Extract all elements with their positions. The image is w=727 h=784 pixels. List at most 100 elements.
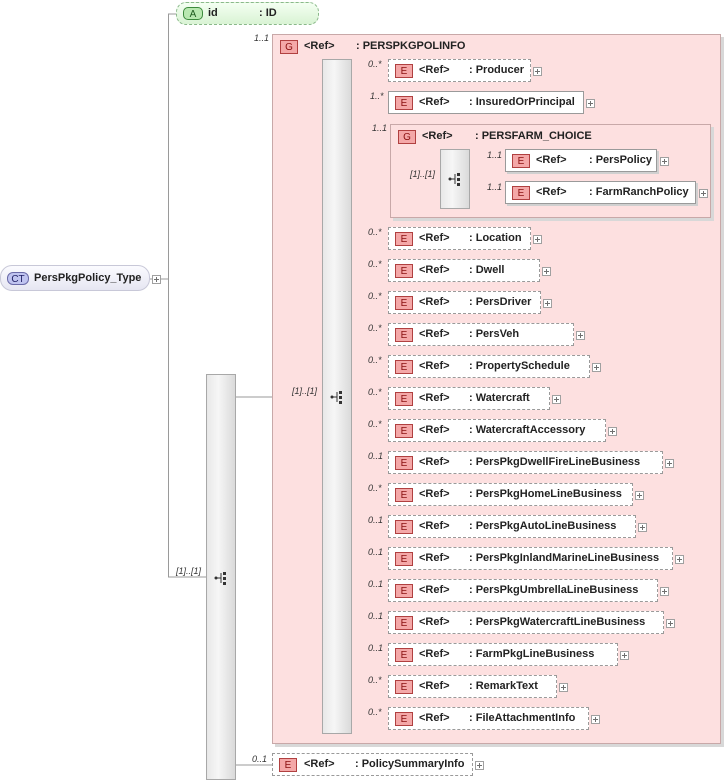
expand-icon[interactable] [660, 587, 669, 596]
element-ref: <Ref> [419, 232, 450, 244]
choice-compositor[interactable] [440, 149, 470, 209]
element-producer[interactable]: E <Ref> : Producer [388, 59, 531, 82]
expand-icon[interactable] [586, 99, 595, 108]
expand-icon[interactable] [635, 491, 644, 500]
expand-icon[interactable] [543, 299, 552, 308]
choice-group-badge: G [398, 130, 416, 144]
expand-icon[interactable] [608, 427, 617, 436]
expand-icon[interactable] [665, 459, 674, 468]
element-ref: <Ref> [419, 552, 450, 564]
element-name: : PersPkgDwellFireLineBusiness [469, 456, 641, 468]
expand-icon[interactable] [475, 761, 484, 770]
element-row[interactable]: E<Ref>: PersPkgInlandMarineLineBusiness [388, 547, 673, 570]
element-row[interactable]: E<Ref>: PersPkgHomeLineBusiness [388, 483, 633, 506]
element-badge: E [395, 96, 413, 110]
element-badge: E [512, 154, 530, 168]
expand-icon[interactable] [675, 555, 684, 564]
element-badge: E [395, 488, 413, 502]
element-ref: <Ref> [419, 392, 450, 404]
element-ref: <Ref> [536, 154, 567, 166]
element-name: : PersPolicy [589, 154, 652, 166]
element-cardinality: 0..* [368, 387, 382, 397]
element-name: : RemarkText [469, 680, 538, 692]
choice-group-ref: <Ref> [422, 130, 453, 142]
group-ref: <Ref> [304, 40, 335, 52]
element-perspolicy[interactable]: E <Ref> : PersPolicy [505, 149, 657, 172]
inner-sequence-compositor[interactable] [322, 59, 352, 734]
expand-icon[interactable] [533, 235, 542, 244]
expand-icon[interactable] [542, 267, 551, 276]
element-badge: E [395, 456, 413, 470]
expand-icon[interactable] [552, 395, 561, 404]
element-badge: E [395, 328, 413, 342]
expand-icon[interactable] [699, 189, 708, 198]
element-cardinality: 1..1 [487, 182, 503, 192]
element-row[interactable]: E<Ref>: PersPkgWatercraftLineBusiness [388, 611, 664, 634]
element-cardinality: 0..* [368, 291, 382, 301]
element-badge: E [395, 424, 413, 438]
element-name: : Location [469, 232, 522, 244]
expand-icon[interactable] [620, 651, 629, 660]
expand-icon[interactable] [591, 715, 600, 724]
element-policysummaryinfo[interactable]: E <Ref> : PolicySummaryInfo [272, 753, 473, 776]
expand-icon[interactable] [638, 523, 647, 532]
element-name: : InsuredOrPrincipal [469, 96, 575, 108]
element-badge: E [395, 520, 413, 534]
element-cardinality: 1..1 [487, 150, 503, 160]
expand-icon[interactable] [592, 363, 601, 372]
element-insuredorprincipal[interactable]: E <Ref> : InsuredOrPrincipal [388, 91, 584, 114]
element-row[interactable]: E<Ref>: PersPkgUmbrellaLineBusiness [388, 579, 658, 602]
element-row[interactable]: E<Ref>: PropertySchedule [388, 355, 590, 378]
element-badge: E [395, 616, 413, 630]
element-name: : PersPkgUmbrellaLineBusiness [469, 584, 639, 596]
element-row[interactable]: E<Ref>: FarmPkgLineBusiness [388, 643, 618, 666]
element-row[interactable]: E<Ref>: FileAttachmentInfo [388, 707, 589, 730]
element-cardinality: 0..* [368, 419, 382, 429]
element-ref: <Ref> [419, 64, 450, 76]
element-name: : PersDriver [469, 296, 532, 308]
element-ref: <Ref> [304, 758, 335, 770]
element-cardinality: 0..1 [368, 643, 384, 653]
element-row[interactable]: E<Ref>: WatercraftAccessory [388, 419, 606, 442]
element-ref: <Ref> [419, 680, 450, 692]
element-ref: <Ref> [419, 296, 450, 308]
element-row[interactable]: E<Ref>: PersVeh [388, 323, 574, 346]
element-ref: <Ref> [419, 648, 450, 660]
element-name: : PersPkgAutoLineBusiness [469, 520, 617, 532]
element-row[interactable]: E<Ref>: PersPkgDwellFireLineBusiness [388, 451, 663, 474]
element-row[interactable]: E <Ref> : PersPkgAutoLineBusiness [388, 515, 636, 538]
element-name: : FarmRanchPolicy [589, 186, 689, 198]
element-row[interactable]: E<Ref>: PersDriver [388, 291, 541, 314]
element-name: : PolicySummaryInfo [355, 758, 465, 770]
expand-icon[interactable] [533, 67, 542, 76]
complex-type-node[interactable]: CT PersPkgPolicy_Type [0, 265, 150, 291]
element-name: : Dwell [469, 264, 505, 276]
element-ref: <Ref> [419, 424, 450, 436]
attribute-name: id [208, 7, 218, 19]
element-cardinality: 0..* [368, 323, 382, 333]
element-ref: <Ref> [419, 96, 450, 108]
expand-icon[interactable] [559, 683, 568, 692]
attribute-node[interactable]: A id : ID [176, 2, 319, 25]
element-row[interactable]: E<Ref>: Location [388, 227, 531, 250]
element-row[interactable]: E <Ref> : RemarkText [388, 675, 557, 698]
element-row[interactable]: E <Ref> : Dwell [388, 259, 540, 282]
group-name: : PERSPKGPOLINFO [356, 40, 466, 52]
element-cardinality: 0..* [368, 355, 382, 365]
complex-type-expand-icon[interactable] [152, 275, 161, 284]
expand-icon[interactable] [660, 157, 669, 166]
element-farmranchpolicy[interactable]: E <Ref> : FarmRanchPolicy [505, 181, 696, 204]
element-ref: <Ref> [419, 520, 450, 532]
expand-icon[interactable] [666, 619, 675, 628]
outer-sequence-compositor[interactable] [206, 374, 236, 780]
element-badge: E [395, 264, 413, 278]
expand-icon[interactable] [576, 331, 585, 340]
element-name: : PersPkgHomeLineBusiness [469, 488, 622, 500]
element-name: : FileAttachmentInfo [469, 712, 576, 724]
element-badge: E [395, 680, 413, 694]
element-ref: <Ref> [419, 264, 450, 276]
element-row[interactable]: E<Ref>: Watercraft [388, 387, 550, 410]
element-ref: <Ref> [419, 616, 450, 628]
choice-group-cardinality: 1..1 [372, 123, 388, 133]
element-ref: <Ref> [419, 584, 450, 596]
